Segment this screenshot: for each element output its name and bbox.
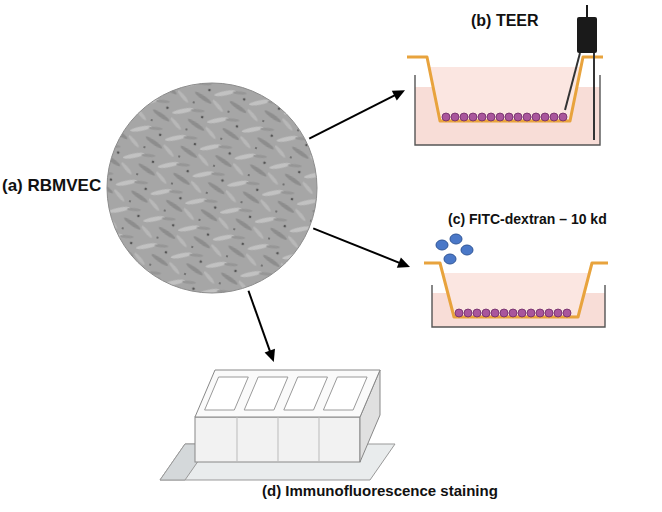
arrow-head [392,90,405,100]
transwell-insert [424,263,608,317]
chamber-dividers [237,417,319,462]
arrow-connector [248,291,274,362]
chamber-wells [205,377,368,410]
chamber-top [195,370,380,417]
illustration-node: (d) Immunofluorescence staining [160,362,550,507]
node-label: (b) TEER [471,11,539,30]
micrograph-image [107,83,317,293]
arrow-connector [309,90,405,139]
transwell-insert [407,57,603,121]
chamber-front [195,417,360,462]
arrow-line [248,291,270,353]
micrograph-circle: (a) RBMVEC [106,82,318,294]
cell-monolayer [442,113,567,121]
node-label: (d) Immunofluorescence staining [262,482,498,500]
dextran-transwell [424,234,608,327]
circle-outline [106,82,318,294]
illustration-node: (b) TEER [405,5,610,150]
illustration-node: (c) FITC-dextran – 10 kd [410,205,630,330]
electrode-lead [593,53,595,140]
electrode-wire [586,5,588,17]
node-label: (c) FITC-dextran – 10 kd [448,211,607,228]
cell-monolayer [455,309,571,317]
electrode-lead [565,53,580,110]
insert-medium [429,67,581,120]
chamber-slide [160,370,395,480]
dextran-molecules [436,234,473,264]
arrow-connector [313,228,410,267]
arrow-head [397,257,410,267]
arrow-line [309,95,396,139]
arrow-head [265,349,275,362]
arrow-line [313,228,400,263]
electrode [577,17,597,53]
node-label: (a) RBMVEC [2,176,101,196]
teer-transwell [407,5,603,145]
